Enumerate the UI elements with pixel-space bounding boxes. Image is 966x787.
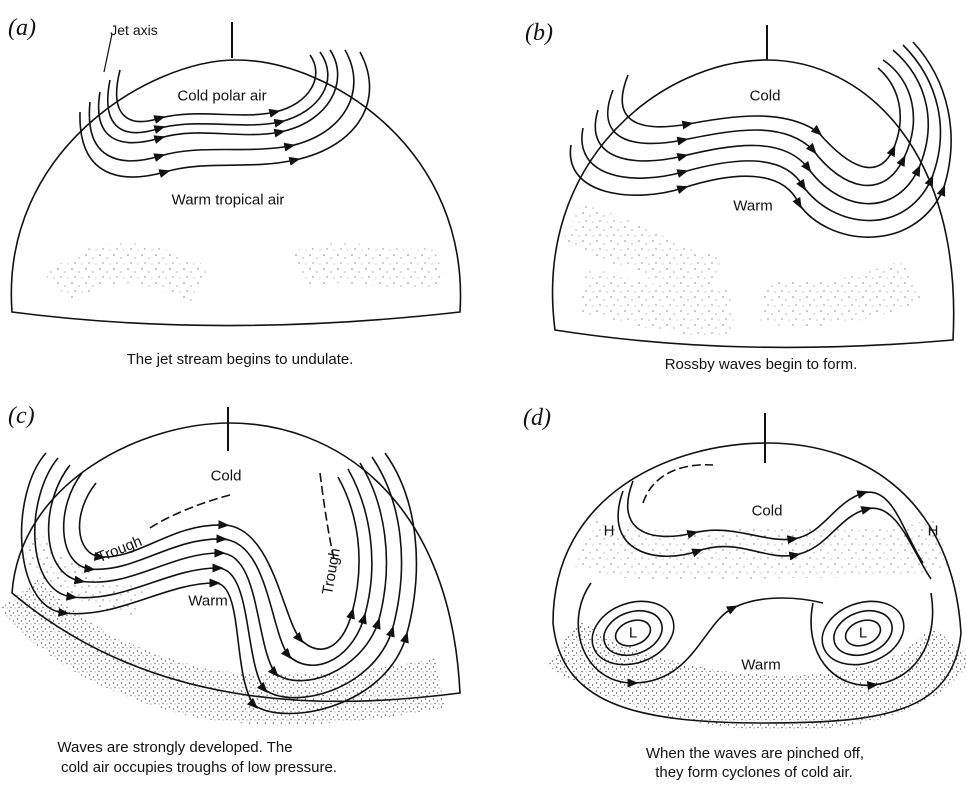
panel-letter: (b) <box>525 20 553 47</box>
jet-axis-label: Jet axis <box>110 22 157 38</box>
panel-b: (b) Cold Warm Rossby waves begin to form… <box>483 0 966 393</box>
cold-air-label: Cold polar air <box>177 88 266 105</box>
panel-caption-line2: they form cyclones of cold air. <box>655 763 853 783</box>
panel-letter: (c) <box>8 403 35 430</box>
panel-caption: Rossby waves begin to form. <box>665 355 858 375</box>
panel-c: (c) Cold Warm Trough Trough Waves are st… <box>0 393 483 786</box>
warm-air-label: Warm <box>741 657 780 674</box>
cold-air-label: Cold <box>211 468 242 485</box>
panel-a: (a) Jet axis Cold polar air Warm tropica… <box>0 0 483 393</box>
warm-air-label: Warm <box>733 198 772 215</box>
warm-air-label: Warm <box>188 593 227 610</box>
panel-caption-line2: cold air occupies troughs of low pressur… <box>61 758 337 778</box>
high-pressure-label-left: H <box>604 523 615 540</box>
cold-air-label: Cold <box>750 88 781 105</box>
cold-air-label: Cold <box>752 503 783 520</box>
high-pressure-label-right: H <box>928 523 939 540</box>
low-pressure-label-right: L <box>859 625 867 642</box>
low-pressure-label-left: L <box>629 625 637 642</box>
panel-c-diagram <box>0 393 483 787</box>
panel-b-diagram <box>483 0 966 393</box>
panel-d: (d) Cold Warm H H L L When the waves are… <box>483 393 966 786</box>
panel-d-diagram <box>483 393 966 787</box>
panel-caption-line1: Waves are strongly developed. The <box>57 738 292 758</box>
panel-letter: (d) <box>523 405 551 432</box>
panel-caption: The jet stream begins to undulate. <box>127 350 354 370</box>
panel-caption-line1: When the waves are pinched off, <box>646 744 864 764</box>
warm-air-label: Warm tropical air <box>172 192 285 209</box>
panel-letter: (a) <box>8 15 36 42</box>
jet-axis-pointer <box>104 34 112 72</box>
